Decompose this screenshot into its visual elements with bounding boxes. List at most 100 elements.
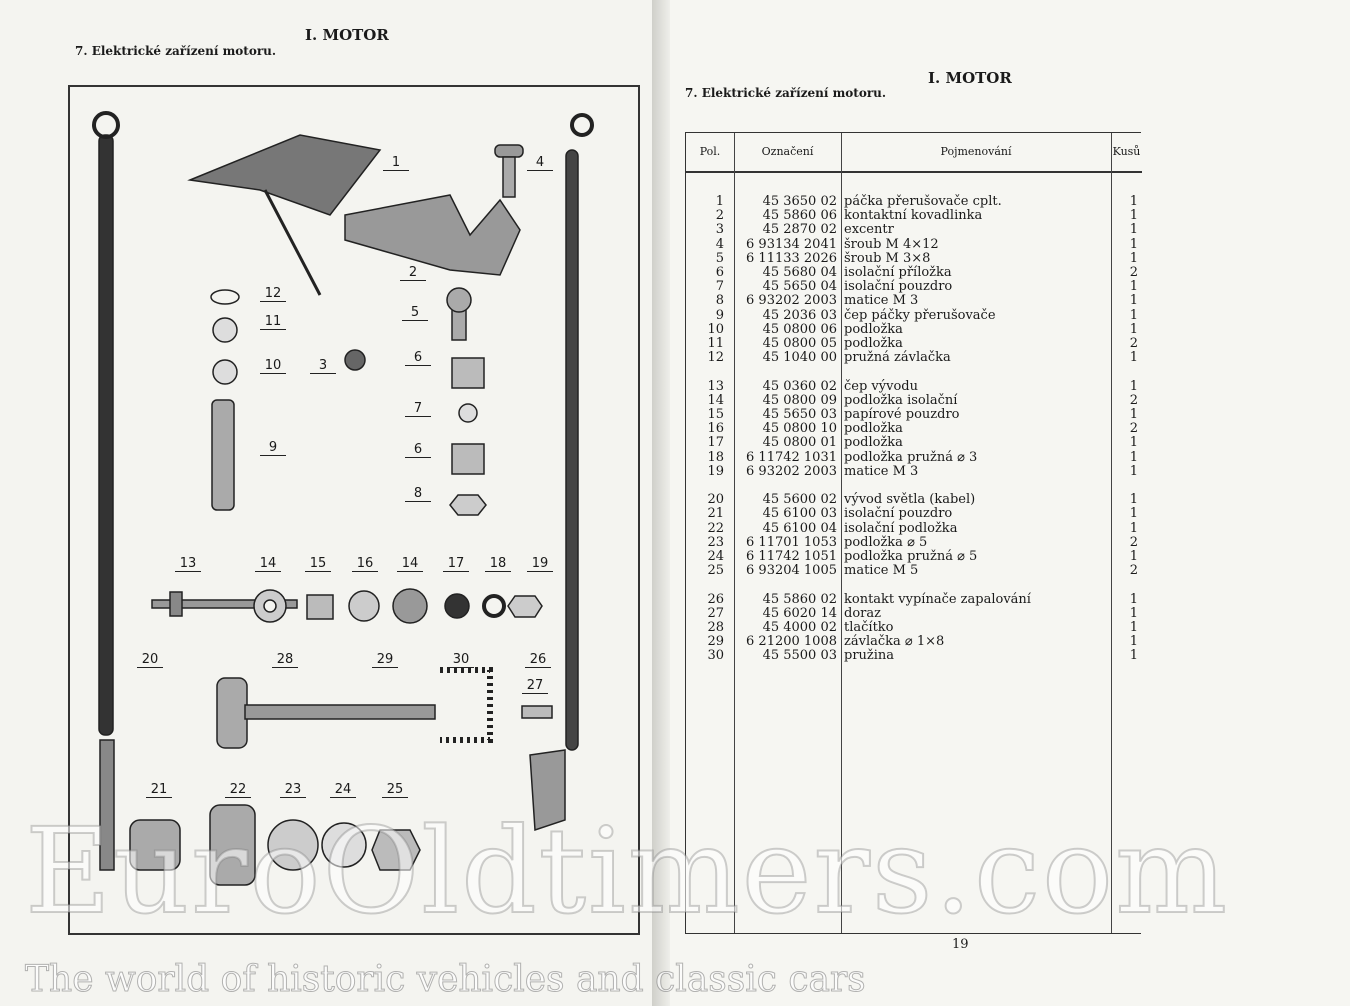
header-oznaceni: Označení [734, 133, 841, 173]
cell-part-name: isolační příložka [844, 265, 952, 280]
diagram-label: 17 [443, 556, 469, 572]
diagram-label: 11 [260, 314, 286, 330]
cell-part-number: 6 11701 1053 [746, 534, 837, 550]
cell-part-name: podložka [844, 435, 903, 451]
header-kusu: Kusů [1111, 133, 1142, 173]
cell-pos: 9 [715, 307, 724, 323]
cell-pos: 15 [707, 407, 724, 422]
cell-quantity: 1 [1129, 250, 1138, 266]
cell-pos: 20 [707, 492, 724, 508]
cell-pos: 3 [715, 222, 724, 238]
diagram-label: 27 [522, 678, 548, 694]
diagram-label: 12 [260, 286, 286, 302]
cell-pos: 25 [707, 563, 724, 579]
cell-quantity: 1 [1129, 506, 1138, 522]
book-gutter [652, 0, 670, 1006]
cell-part-name: kontaktní kovadlinka [844, 208, 983, 224]
diagram-label: 14 [255, 556, 281, 572]
section-subtitle: 7. Elektrické zařízení motoru. [685, 86, 887, 100]
diagram-label: 23 [280, 782, 306, 798]
diagram-label: 9 [260, 440, 286, 456]
cell-quantity: 1 [1129, 549, 1138, 564]
diagram-label: 29 [372, 652, 398, 668]
diagram-label: 21 [146, 782, 172, 798]
cell-part-number: 45 0360 02 [762, 378, 837, 394]
cell-pos: 18 [707, 449, 724, 465]
cell-part-number: 45 5860 02 [762, 591, 837, 607]
cell-part-name: podložka [844, 321, 903, 337]
cell-pos: 14 [707, 392, 724, 408]
cell-part-number: 45 5650 03 [762, 407, 837, 422]
cell-quantity: 2 [1129, 421, 1138, 437]
header-pojmenovani: Pojmenování [841, 133, 1111, 173]
cell-part-number: 6 11742 1051 [746, 549, 837, 564]
cell-quantity: 2 [1129, 563, 1138, 579]
cell-pos: 6 [715, 265, 724, 280]
cell-part-number: 45 6020 14 [762, 605, 837, 621]
cell-part-number: 6 93202 2003 [746, 293, 837, 309]
right-page [670, 0, 1350, 1006]
table-row: 24 6 11742 1051 podložka pružná ⌀ 5 1 [686, 550, 1142, 564]
diagram-label: 4 [527, 155, 553, 171]
cell-part-name: podložka [844, 421, 903, 437]
cell-part-name: excentr [844, 222, 894, 238]
cell-part-number: 45 0800 10 [762, 421, 837, 437]
diagram-label: 7 [405, 401, 431, 417]
diagram-label: 16 [352, 556, 378, 572]
diagram-label: 14 [397, 556, 423, 572]
cell-part-number: 45 4000 02 [762, 620, 837, 635]
cell-part-name: matice M 3 [844, 293, 919, 309]
cell-quantity: 1 [1129, 407, 1138, 422]
cell-part-name: podložka [844, 336, 903, 351]
diagram-label: 26 [525, 652, 551, 668]
cell-part-name: pružná závlačka [844, 350, 951, 366]
page-title: I. MOTOR [305, 26, 389, 44]
cell-pos: 21 [707, 506, 724, 522]
cell-part-name: kontakt vypínače zapalování [844, 591, 1031, 607]
diagram-label: 20 [137, 652, 163, 668]
cell-part-number: 45 5650 04 [762, 279, 837, 295]
cell-part-number: 45 1040 00 [762, 350, 837, 366]
cell-quantity: 1 [1129, 591, 1138, 607]
cell-part-number: 45 5600 02 [762, 492, 837, 508]
cell-pos: 24 [707, 549, 724, 564]
header-pol: Pol. [686, 133, 734, 173]
cell-part-name: podložka pružná ⌀ 5 [844, 549, 978, 564]
cell-quantity: 1 [1129, 194, 1138, 209]
cell-quantity: 1 [1129, 222, 1138, 238]
cell-quantity: 1 [1129, 620, 1138, 635]
diagram-label: 5 [402, 305, 428, 321]
cell-part-number: 45 2870 02 [762, 222, 837, 238]
cell-part-name: matice M 3 [844, 463, 919, 479]
cell-part-name: páčka přerušovače cplt. [844, 194, 1002, 209]
cell-part-number: 6 21200 1008 [746, 634, 837, 650]
page-title: I. MOTOR [928, 69, 1012, 87]
cell-part-number: 45 6100 03 [762, 506, 837, 522]
table-row: 3 45 2870 02 excentr 1 [686, 223, 1142, 237]
section-subtitle: 7. Elektrické zařízení motoru. [75, 44, 277, 58]
diagram-label: 18 [485, 556, 511, 572]
cell-pos: 4 [715, 236, 724, 252]
cell-quantity: 1 [1129, 378, 1138, 394]
diagram-label: 2 [400, 265, 426, 281]
cell-part-number: 45 5860 06 [762, 208, 837, 224]
